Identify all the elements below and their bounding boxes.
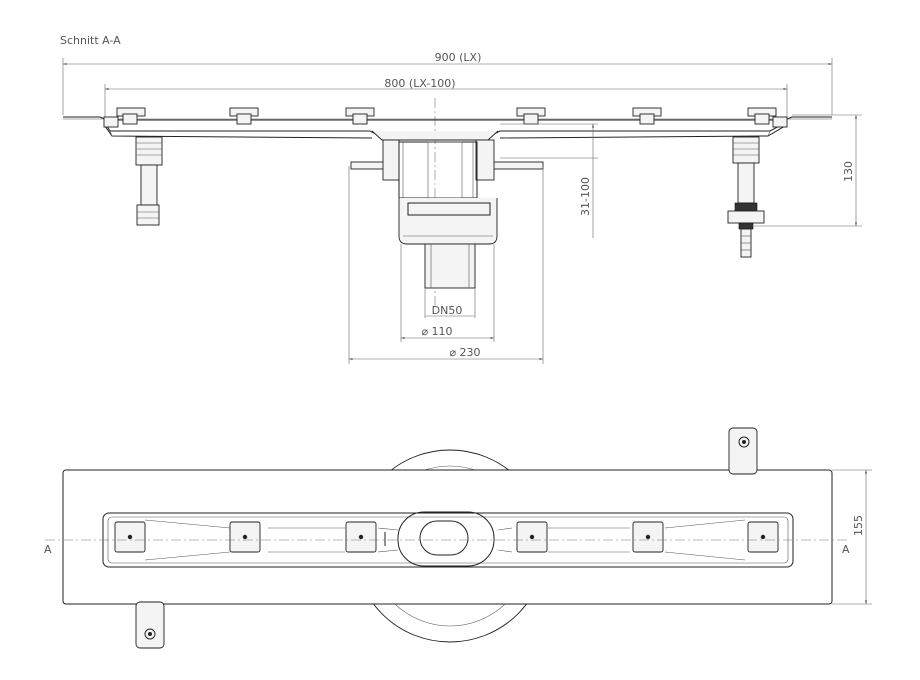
dimension-diameter-outer: ⌀ 230 <box>348 166 544 364</box>
support-clip <box>747 107 777 125</box>
dimension-grate-length: 800 (LX-100) <box>104 77 788 118</box>
bracket-top-right <box>728 427 758 475</box>
grate-support <box>632 521 664 553</box>
dimension-overall-label: 900 (LX) <box>435 51 482 64</box>
grate-support <box>747 521 779 553</box>
grate-support <box>114 521 146 553</box>
dimension-width-label: 155 <box>852 515 865 536</box>
section-title: Schnitt A-A <box>60 34 121 47</box>
grate-support <box>516 521 548 553</box>
dimension-outlet: DN50 <box>424 288 476 318</box>
section-view: 900 (LX) 800 (LX-100) <box>62 51 862 364</box>
dimension-adjust-range: 31-100 <box>500 123 598 238</box>
grate-support <box>229 521 261 553</box>
right-height-adjust-foot <box>727 136 862 258</box>
outlet-body <box>350 130 544 289</box>
dimension-height: 130 <box>792 114 862 226</box>
support-clips <box>116 107 777 125</box>
left-height-adjust-foot <box>135 136 163 226</box>
support-clip <box>516 107 546 125</box>
dimension-grate-label: 800 (LX-100) <box>384 77 455 90</box>
section-mark-right: A <box>842 543 850 556</box>
dimension-overall-length: 900 (LX) <box>62 51 833 115</box>
dimension-diameter-outer-label: ⌀ 230 <box>449 346 480 359</box>
dimension-adjust-label: 31-100 <box>579 177 592 216</box>
grate-support <box>345 521 377 553</box>
bracket-bottom-left <box>135 601 165 649</box>
support-clip <box>229 107 259 125</box>
drain-opening <box>384 511 495 567</box>
plan-view: A A 155 <box>44 427 872 649</box>
section-mark-left: A <box>44 543 52 556</box>
support-clip <box>632 107 662 125</box>
support-clip <box>116 107 146 125</box>
dimension-height-label: 130 <box>842 161 855 182</box>
channel-body-section <box>63 116 832 139</box>
support-clip <box>345 107 375 125</box>
grate-supports <box>114 521 779 553</box>
dimension-diameter-inner: ⌀ 110 <box>400 244 495 342</box>
dimension-diameter-inner-label: ⌀ 110 <box>421 325 452 338</box>
dimension-outlet-label: DN50 <box>432 304 463 317</box>
dimension-width: 155 <box>832 469 872 605</box>
